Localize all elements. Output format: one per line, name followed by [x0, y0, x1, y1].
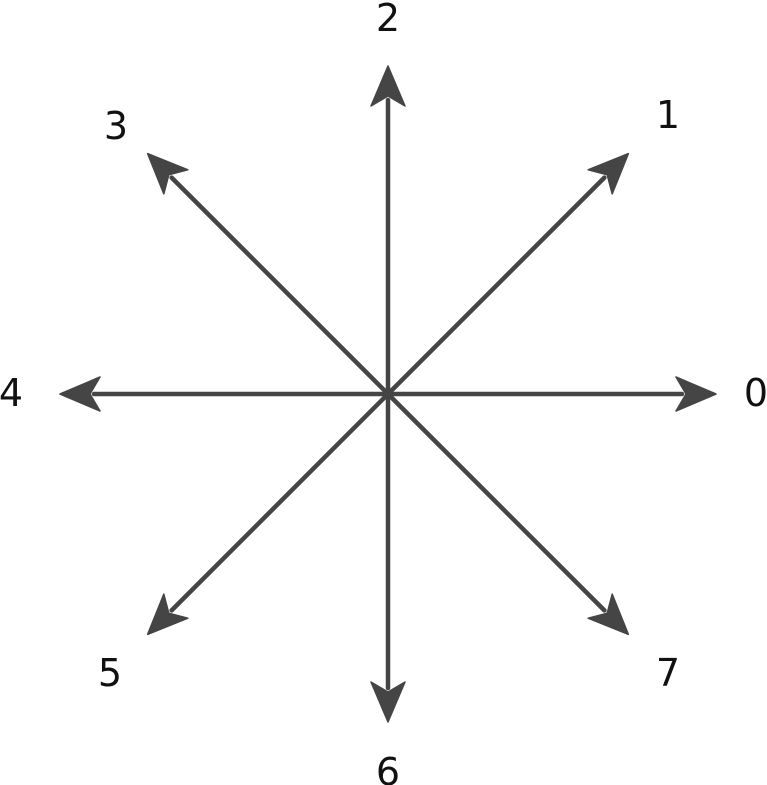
direction-label-0: 0 — [744, 371, 767, 415]
direction-label-3: 3 — [104, 104, 128, 148]
direction-arrow-head-0 — [675, 376, 717, 412]
direction-label-2: 2 — [376, 0, 400, 40]
direction-arrow-shaft-5 — [169, 391, 391, 613]
direction-arrow-head-3 — [146, 152, 189, 195]
direction-arrow-shaft-1 — [385, 175, 607, 397]
direction-arrow-head-1 — [587, 152, 630, 195]
direction-arrow-shaft-7 — [385, 391, 607, 613]
direction-arrows — [59, 65, 717, 723]
direction-arrow-head-4 — [59, 376, 101, 412]
direction-arrow-head-5 — [146, 593, 189, 636]
direction-arrow-shaft-3 — [169, 175, 391, 397]
direction-arrow-head-2 — [370, 65, 406, 107]
direction-label-4: 4 — [0, 371, 23, 415]
direction-label-7: 7 — [656, 651, 680, 695]
direction-label-6: 6 — [376, 750, 400, 785]
direction-label-1: 1 — [656, 93, 680, 137]
direction-label-5: 5 — [98, 651, 122, 695]
direction-arrow-head-6 — [370, 681, 406, 723]
direction-arrow-head-7 — [587, 593, 630, 636]
